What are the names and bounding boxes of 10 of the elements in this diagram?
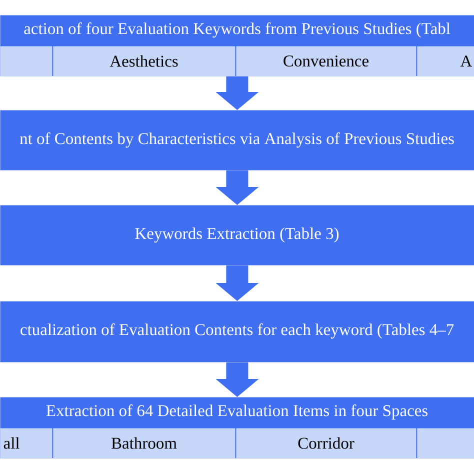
table-cell: [417, 428, 474, 458]
table-cell: [0, 46, 52, 76]
table-cell: all: [0, 428, 52, 458]
node-label: Convenience: [284, 55, 368, 67]
node-label: Bathroom: [111, 437, 177, 449]
node-label: A: [460, 56, 472, 66]
node-label: Corridor: [298, 437, 354, 449]
node-label: all: [4, 437, 20, 449]
table-cell: A: [417, 46, 474, 76]
node-label: Aesthetics: [110, 55, 178, 67]
